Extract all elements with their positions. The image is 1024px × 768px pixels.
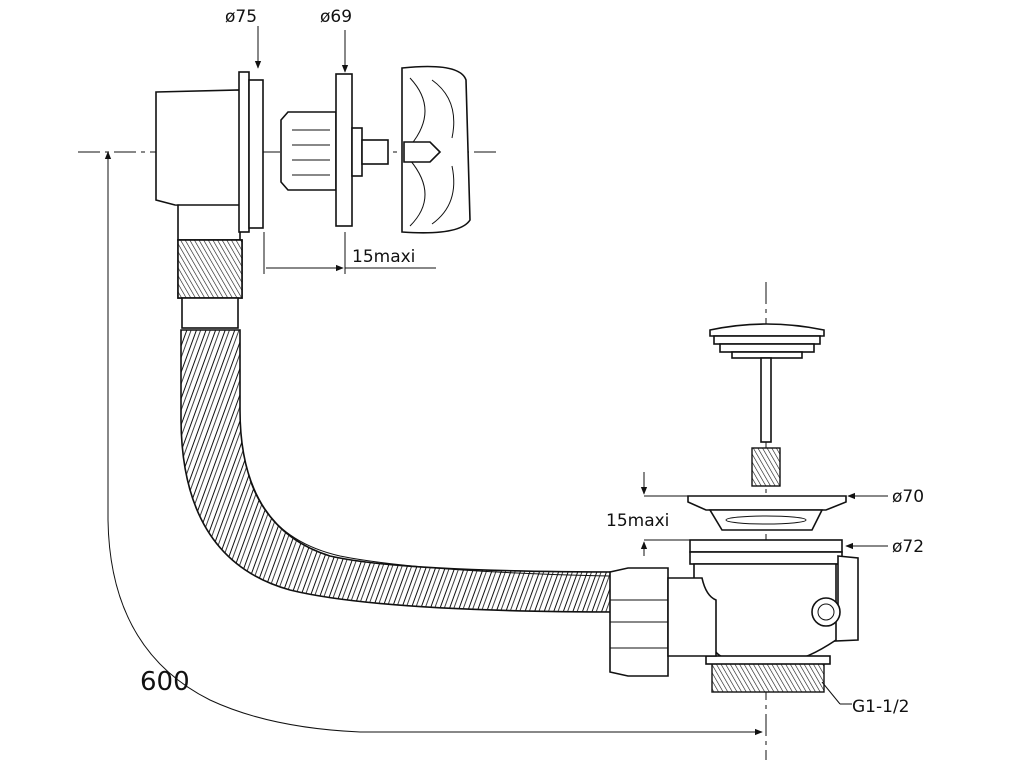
- length-dimension: 600: [104, 151, 763, 736]
- overflow-wall-dimension: 15maxi: [263, 232, 436, 274]
- popup-plug: [709, 323, 825, 487]
- body-dimension: ø72: [845, 537, 924, 557]
- body-label: ø72: [892, 537, 924, 557]
- cap-label: ø69: [320, 7, 352, 27]
- overflow-spigot: [280, 73, 389, 227]
- waste-body: [689, 539, 859, 693]
- overflow-elbow: [155, 71, 264, 241]
- cap-dimension: ø69: [320, 7, 352, 73]
- strainer-dimension: ø70: [847, 487, 924, 507]
- waste-wall-dimension: 15maxi: [606, 472, 690, 556]
- overflow-plate-dimension: ø75: [225, 7, 262, 69]
- hose-collar: [177, 239, 243, 329]
- overflow-cap: [401, 65, 471, 234]
- flexible-hose: [180, 329, 623, 613]
- strainer: [687, 495, 847, 531]
- overflow-wall-label: 15maxi: [352, 247, 415, 267]
- overflow-plate-label: ø75: [225, 7, 257, 27]
- thread-dimension: G1-1/2: [821, 681, 909, 717]
- strainer-label: ø70: [892, 487, 924, 507]
- thread-label: G1-1/2: [852, 697, 909, 717]
- waste-wall-label: 15maxi: [606, 511, 669, 531]
- union-nut: [609, 567, 717, 677]
- length-label: 600: [140, 667, 190, 697]
